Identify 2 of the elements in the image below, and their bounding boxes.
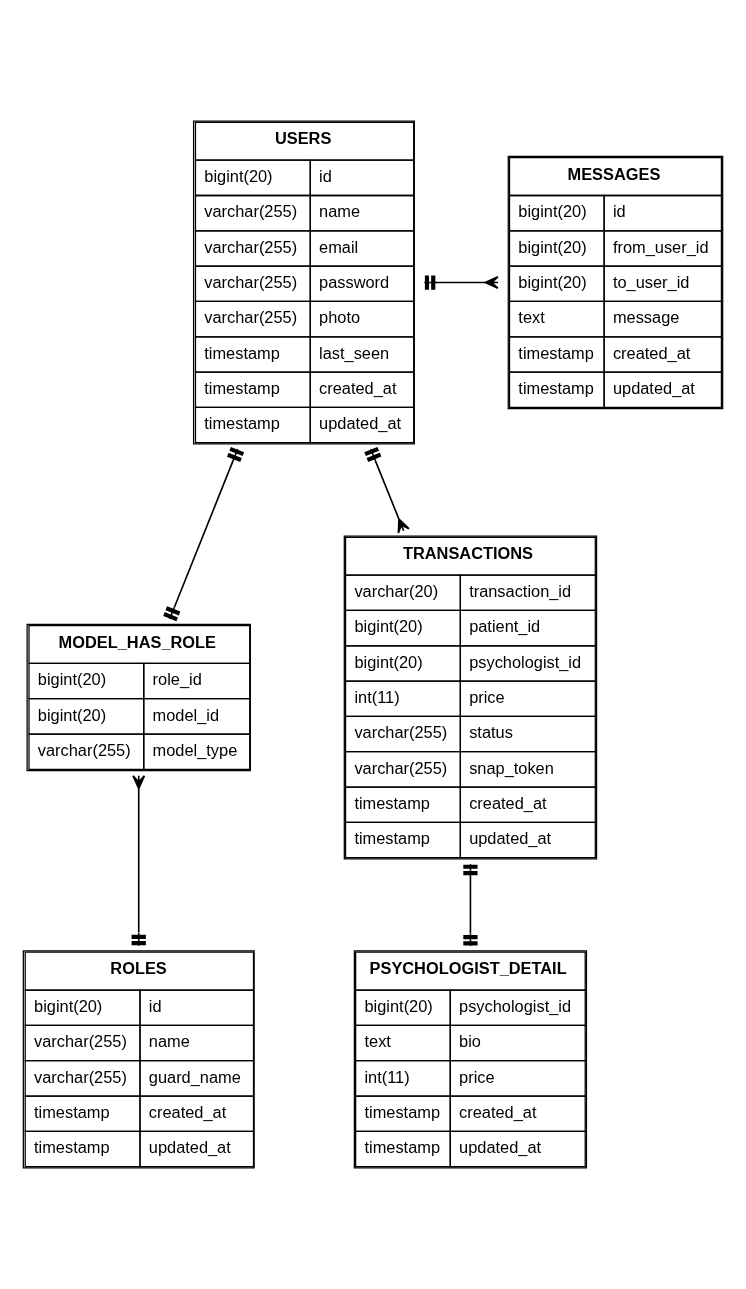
connector	[163, 446, 245, 622]
connector	[364, 446, 410, 534]
